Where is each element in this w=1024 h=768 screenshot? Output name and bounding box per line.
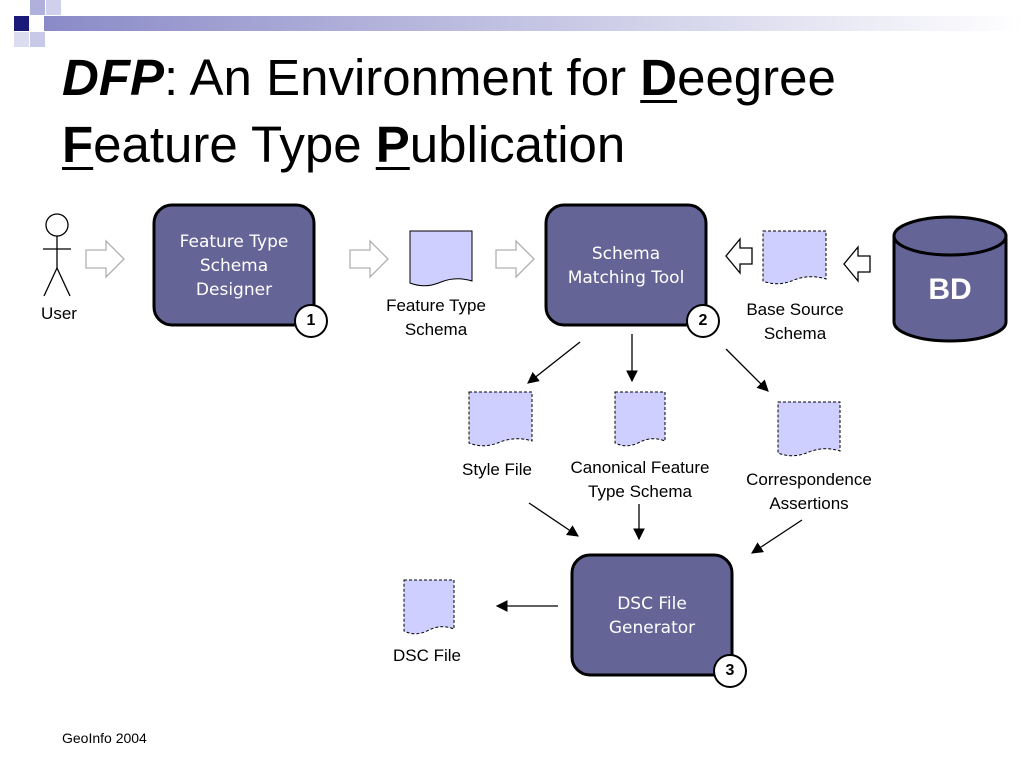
canonical-schema-label: Canonical Feature Type Schema xyxy=(548,456,732,504)
step-badge xyxy=(713,654,747,688)
title-letter-p: P xyxy=(375,116,410,173)
box-label-line: Generator xyxy=(608,618,696,638)
doc-label-line: Style File xyxy=(462,460,532,479)
step-badge xyxy=(294,304,328,338)
block-arrow-right-icon xyxy=(495,239,535,279)
document-icon xyxy=(403,579,455,635)
header-gradient-bar xyxy=(44,16,1024,31)
matching-tool-label: Schema Matching Tool xyxy=(546,242,706,290)
document-icon xyxy=(614,391,666,447)
dsc-generator-label: DSC File Generator xyxy=(572,592,732,640)
document-icon xyxy=(468,391,533,447)
flow-arrow xyxy=(528,502,579,537)
document-icon xyxy=(409,230,473,287)
corner-square xyxy=(14,32,29,47)
header-decoration xyxy=(14,0,1024,47)
database-icon xyxy=(892,215,1008,343)
footer-text: GeoInfo 2004 xyxy=(62,730,147,746)
title-dfp: DFP xyxy=(62,49,164,106)
doc-label-line: Feature Type xyxy=(386,296,486,315)
block-arrow-right-icon xyxy=(85,239,125,279)
doc-label-line: Canonical Feature xyxy=(570,458,710,477)
process-box-dsc-generator xyxy=(570,553,734,677)
step-number: 1 xyxy=(306,312,316,329)
base-source-schema-label: Base Source Schema xyxy=(720,298,870,346)
style-file-label: Style File xyxy=(432,458,562,482)
dsc-file-label: DSC File xyxy=(372,644,482,668)
step-number: 3 xyxy=(725,662,735,679)
feature-type-schema-label: Feature Type Schema xyxy=(361,294,511,342)
correspondence-assertions-label: Correspondence Assertions xyxy=(724,468,894,516)
user-icon xyxy=(43,213,71,297)
doc-label-line: Base Source xyxy=(746,300,844,319)
box-label-line: Designer xyxy=(195,280,273,300)
doc-label-line: DSC File xyxy=(392,646,461,665)
block-arrow-left-icon xyxy=(843,245,871,283)
corner-square xyxy=(30,0,45,15)
user-label: User xyxy=(41,304,77,323)
title-letter-d: D xyxy=(640,49,678,106)
doc-label-line: Schema xyxy=(763,324,827,343)
box-label-line: DSC File xyxy=(617,594,687,614)
flow-arrow xyxy=(751,519,803,554)
document-icon xyxy=(777,401,841,457)
block-arrow-right-icon xyxy=(349,239,389,279)
database-label: BD xyxy=(928,273,972,306)
block-arrow-left-icon xyxy=(725,237,753,275)
process-box-matching-tool xyxy=(544,203,708,327)
box-label-line: Schema xyxy=(591,244,661,264)
corner-square xyxy=(46,0,61,15)
doc-label-line: Type Schema xyxy=(588,482,692,501)
title-text: : An Environment for xyxy=(164,49,641,106)
corner-square xyxy=(30,32,45,47)
corner-square xyxy=(14,16,29,31)
box-label-line: Feature Type xyxy=(179,232,289,252)
doc-label-line: Assertions xyxy=(769,494,849,513)
schema-designer-label: Feature Type Schema Designer xyxy=(154,230,314,302)
box-label-line: Schema xyxy=(199,256,269,276)
title-text: ublication xyxy=(409,116,626,173)
step-number: 2 xyxy=(698,312,708,329)
doc-label-line: Schema xyxy=(404,320,468,339)
title-text: eegree xyxy=(677,49,836,106)
step-badge xyxy=(686,304,720,338)
title-letter-f: F xyxy=(62,116,94,173)
title-text: eature Type xyxy=(93,116,376,173)
flow-arrow xyxy=(725,348,769,392)
flow-arrow xyxy=(527,341,581,384)
box-label-line: Matching Tool xyxy=(567,268,685,288)
process-box-schema-designer xyxy=(152,203,316,327)
doc-label-line: Correspondence xyxy=(746,470,872,489)
document-icon xyxy=(762,230,827,285)
